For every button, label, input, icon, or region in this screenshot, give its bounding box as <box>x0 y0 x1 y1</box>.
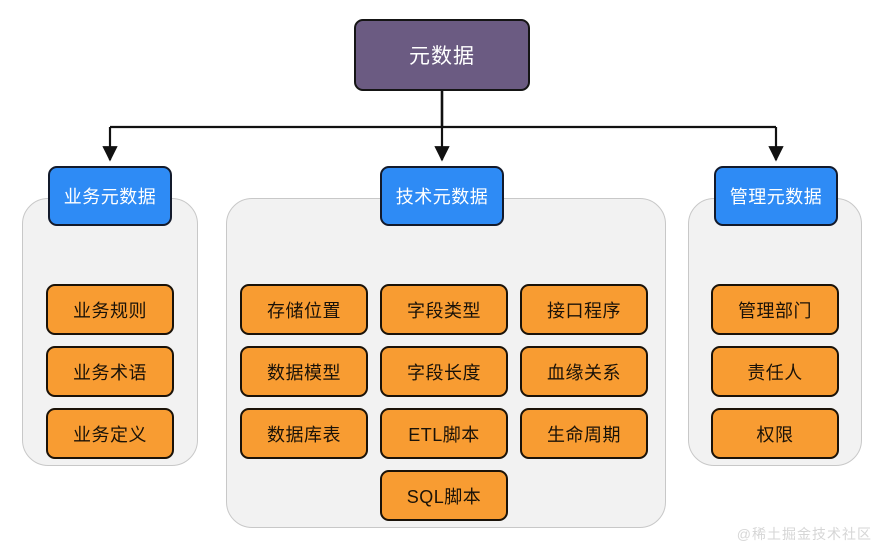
node-category-management[interactable]: 管理元数据 <box>714 166 838 226</box>
node-leaf-label: 字段长度 <box>407 362 481 383</box>
node-leaf-technical-c2-1[interactable]: 字段类型 <box>380 284 508 335</box>
node-leaf-label: 存储位置 <box>267 300 341 321</box>
node-category-business-label: 业务元数据 <box>63 187 157 207</box>
node-category-technical[interactable]: 技术元数据 <box>380 166 504 226</box>
node-leaf-technical-c3-1[interactable]: 接口程序 <box>520 284 648 335</box>
node-leaf-technical-c2-4[interactable]: SQL脚本 <box>380 470 508 521</box>
node-leaf-label: 管理部门 <box>738 300 812 321</box>
node-leaf-label: 权限 <box>756 424 794 445</box>
node-leaf-technical-c1-3[interactable]: 数据库表 <box>240 408 368 459</box>
node-leaf-business-2[interactable]: 业务术语 <box>46 346 174 397</box>
node-leaf-label: 业务规则 <box>73 300 147 321</box>
node-leaf-technical-c3-2[interactable]: 血缘关系 <box>520 346 648 397</box>
node-leaf-label: 数据库表 <box>267 424 341 445</box>
node-leaf-label: 业务定义 <box>73 424 147 445</box>
node-leaf-label: 业务术语 <box>73 362 147 383</box>
node-category-business[interactable]: 业务元数据 <box>48 166 172 226</box>
node-leaf-label: ETL脚本 <box>408 424 480 445</box>
watermark: @稀土掘金技术社区 <box>736 526 872 542</box>
node-leaf-technical-c1-1[interactable]: 存储位置 <box>240 284 368 335</box>
node-leaf-label: 生命周期 <box>547 424 621 445</box>
node-leaf-label: 责任人 <box>747 362 803 383</box>
node-leaf-label: 接口程序 <box>547 300 621 321</box>
node-leaf-label: 血缘关系 <box>547 362 621 383</box>
node-leaf-label: 数据模型 <box>267 362 341 383</box>
node-leaf-technical-c1-2[interactable]: 数据模型 <box>240 346 368 397</box>
node-leaf-management-3[interactable]: 权限 <box>711 408 839 459</box>
node-leaf-management-2[interactable]: 责任人 <box>711 346 839 397</box>
node-leaf-technical-c2-3[interactable]: ETL脚本 <box>380 408 508 459</box>
node-category-technical-label: 技术元数据 <box>395 187 489 207</box>
node-category-management-label: 管理元数据 <box>729 187 823 207</box>
node-root[interactable]: 元数据 <box>354 19 530 91</box>
node-leaf-technical-c2-2[interactable]: 字段长度 <box>380 346 508 397</box>
node-leaf-management-1[interactable]: 管理部门 <box>711 284 839 335</box>
node-leaf-label: SQL脚本 <box>406 486 482 507</box>
node-leaf-business-1[interactable]: 业务规则 <box>46 284 174 335</box>
node-root-label: 元数据 <box>409 45 475 68</box>
node-leaf-business-3[interactable]: 业务定义 <box>46 408 174 459</box>
node-leaf-technical-c3-3[interactable]: 生命周期 <box>520 408 648 459</box>
node-leaf-label: 字段类型 <box>407 300 481 321</box>
